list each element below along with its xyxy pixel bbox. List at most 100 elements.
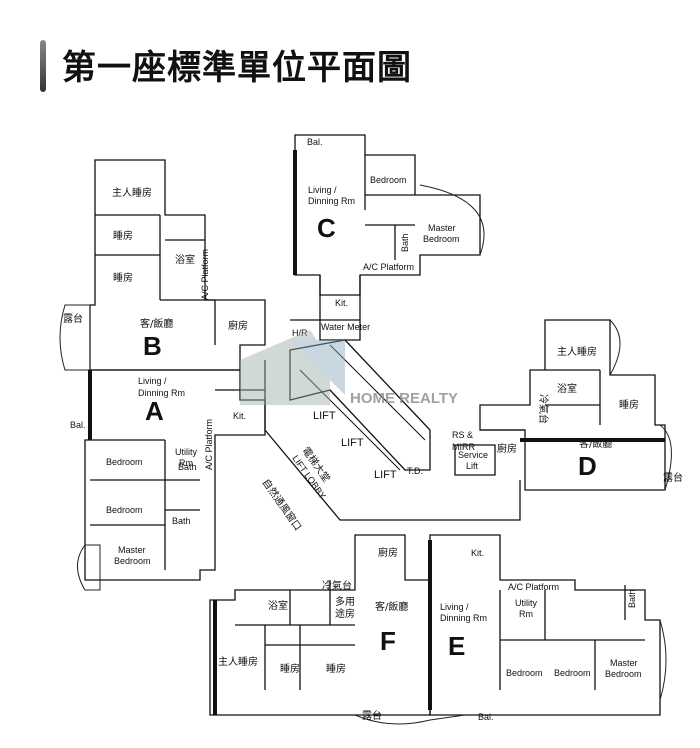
f-living: 客/飯廳 — [375, 600, 408, 613]
a-bath-lower: Bath — [172, 516, 191, 526]
d-master-bedroom: 主人睡房 — [557, 345, 597, 358]
f-kitchen: 廚房 — [378, 546, 398, 559]
a-kitchen: Kit. — [233, 411, 246, 421]
unit-f-walls — [209, 534, 431, 716]
f-multi-room-line2: 途房 — [335, 607, 355, 620]
balcony-c — [419, 184, 485, 256]
e-bath: Bath — [627, 589, 637, 608]
b-kitchen: 廚房 — [228, 319, 248, 332]
c-master-line1: Master — [428, 223, 456, 233]
rs-mirr-line1: RS & — [452, 430, 473, 440]
unit-label-d: D — [578, 451, 597, 481]
e-master-line1: Master — [610, 658, 638, 668]
a-bedroom-2: Bedroom — [106, 505, 143, 515]
b-master-bedroom: 主人睡房 — [112, 186, 152, 199]
unit-d-walls — [479, 319, 666, 491]
f-multi-room-line1: 多用 — [335, 595, 355, 608]
balcony-d2 — [659, 424, 672, 491]
unit-f-rooms — [235, 580, 355, 690]
unit-label-c: C — [317, 213, 336, 243]
c-bedroom: Bedroom — [370, 175, 407, 185]
c-dining: Dinning Rm — [308, 196, 355, 206]
watermark-text: HOME REALTY — [350, 390, 458, 407]
c-kitchen: Kit. — [335, 298, 348, 308]
a-utility-line1: Utility — [175, 447, 197, 457]
c-balcony: Bal. — [307, 137, 323, 147]
f-bathroom: 浴室 — [268, 599, 288, 612]
balcony-f — [354, 714, 466, 725]
b-living: 客/飯廳 — [140, 317, 173, 330]
balcony-a — [77, 544, 101, 591]
lift-3: LIFT — [374, 469, 397, 481]
c-hr: H/R — [292, 328, 308, 338]
e-balcony: Bal. — [478, 712, 494, 722]
f-bedroom-1: 睡房 — [280, 662, 300, 675]
service-lift-label-1: Service — [458, 450, 488, 460]
e-utility-line1: Utility — [515, 598, 537, 608]
unit-label-b: B — [143, 331, 162, 361]
balcony-b — [59, 304, 91, 371]
e-kitchen: Kit. — [471, 548, 484, 558]
e-ac-platform: A/C Platform — [508, 582, 559, 592]
unit-b-rooms — [95, 214, 216, 345]
f-balcony: 露台 — [362, 709, 382, 722]
unit-a-rooms — [90, 389, 265, 570]
c-ac-platform: A/C Platform — [363, 262, 414, 272]
page-title: 第一座標準單位平面圖 — [62, 48, 412, 88]
e-master-line2: Bedroom — [605, 669, 642, 679]
unit-d-rooms — [454, 369, 601, 476]
a-bedroom-1: Bedroom — [106, 457, 143, 467]
e-utility-line2: Rm — [519, 609, 533, 619]
lift-core — [289, 339, 431, 471]
unit-e-walls — [429, 534, 661, 716]
c-living: Living / — [308, 185, 337, 195]
a-ac-platform: A/C Platform — [204, 419, 214, 470]
c-water-meter: Water Meter — [321, 322, 370, 332]
b-bathroom: 浴室 — [175, 253, 195, 266]
unit-e-rooms — [499, 585, 645, 690]
b-balcony: 露台 — [63, 312, 83, 325]
a-master-bedroom-line1: Master — [118, 545, 146, 555]
b-bedroom-2: 睡房 — [113, 271, 133, 284]
lift-2: LIFT — [341, 437, 364, 449]
e-bedroom-2: Bedroom — [554, 668, 591, 678]
rs-mirr-line2: MIRR — [452, 442, 475, 452]
balcony-e — [659, 619, 667, 701]
lift-1: LIFT — [313, 410, 336, 422]
e-living: Living / — [440, 602, 469, 612]
a-dining: Dinning Rm — [138, 388, 185, 398]
service-lift-label-2: Lift — [466, 461, 479, 471]
title-accent-bar — [40, 40, 46, 92]
lobby-walls — [264, 360, 521, 521]
b-bedroom-1: 睡房 — [113, 229, 133, 242]
d-bathroom: 浴室 — [557, 382, 577, 395]
unit-c-rooms — [290, 155, 415, 341]
unit-a-walls — [84, 369, 266, 581]
b-ac-platform: A/C Platform — [200, 249, 210, 300]
d-living: 客/飯廳 — [579, 437, 612, 450]
c-bath: Bath — [400, 233, 410, 252]
c-master-line2: Bedroom — [423, 234, 460, 244]
d-bedroom: 睡房 — [619, 398, 639, 411]
f-master-bedroom: 主人睡房 — [218, 655, 258, 668]
watermark-logo — [240, 330, 345, 405]
a-bath-upper: Bath — [178, 462, 197, 472]
balcony-d — [609, 319, 621, 376]
a-utility-line2: Rm — [179, 458, 193, 468]
f-bedroom-2: 睡房 — [326, 662, 346, 675]
a-master-bedroom-line2: Bedroom — [114, 556, 151, 566]
unit-label-f: F — [380, 626, 396, 656]
lift-core-inner — [299, 344, 426, 471]
e-bedroom-1: Bedroom — [506, 668, 543, 678]
unit-label-e: E — [448, 631, 465, 661]
e-dining: Dinning Rm — [440, 613, 487, 623]
natural-ventilation-window: 自然通風窗口 — [260, 476, 305, 533]
unit-label-a: A — [145, 396, 164, 426]
d-kitchen: 廚房 — [497, 442, 517, 455]
f-ac-platform: 冷氣台 — [322, 579, 352, 592]
a-balcony: Bal. — [70, 420, 86, 430]
d-ac-platform: 冷氣台 — [537, 394, 550, 424]
a-living: Living / — [138, 376, 167, 386]
d-balcony: 露台 — [663, 471, 683, 484]
